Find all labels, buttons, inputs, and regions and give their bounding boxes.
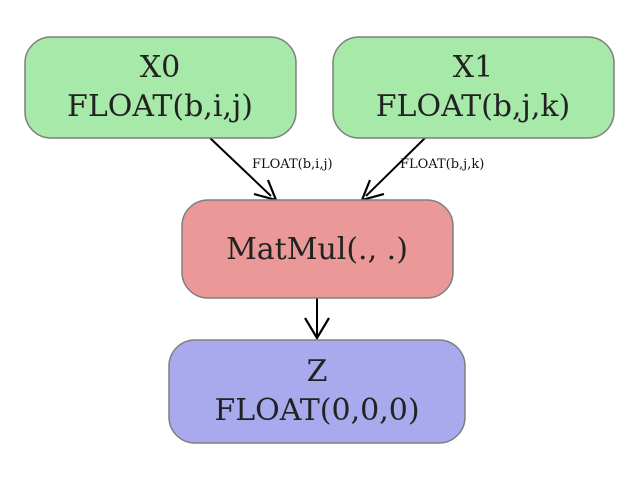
node-x1-box	[332, 36, 615, 139]
arrow-head	[304, 317, 330, 341]
node-x1[interactable]: X1 FLOAT(b,j,k)	[332, 36, 615, 139]
node-x0[interactable]: X0 FLOAT(b,i,j)	[24, 36, 297, 139]
node-matmul-label: MatMul(., .)	[226, 232, 408, 267]
edge-line	[209, 137, 272, 197]
node-x1-type: FLOAT(b,j,k)	[376, 89, 571, 124]
node-x0-box	[24, 36, 297, 139]
edge-label-x0: FLOAT(b,i,j)	[252, 157, 333, 172]
node-z-name: Z	[307, 354, 328, 389]
node-z-type: FLOAT(0,0,0)	[214, 393, 419, 428]
node-z[interactable]: Z FLOAT(0,0,0)	[168, 339, 466, 444]
edge-matmul-to-z	[304, 298, 330, 341]
node-matmul-box	[181, 199, 454, 299]
node-matmul[interactable]: MatMul(., .)	[181, 199, 454, 299]
node-x0-type: FLOAT(b,i,j)	[67, 89, 253, 124]
node-x0-name: X0	[140, 50, 180, 85]
node-x1-name: X1	[453, 50, 493, 85]
edge-label-x1: FLOAT(b,j,k)	[400, 157, 484, 172]
node-z-box	[168, 339, 466, 444]
edge-line	[365, 137, 426, 197]
